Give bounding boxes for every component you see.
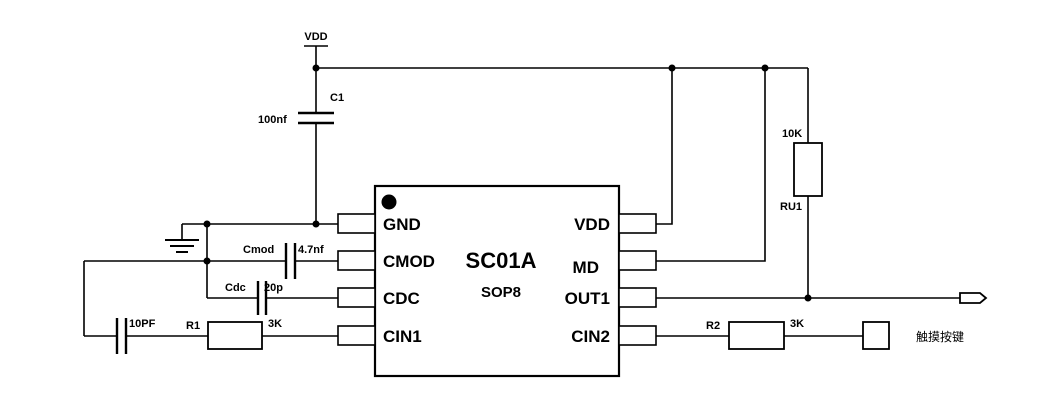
cdc-ref: Cdc	[225, 282, 246, 294]
r1-ref: R1	[186, 320, 200, 332]
pin-md	[618, 250, 657, 271]
junction-dot	[312, 64, 320, 72]
ic-sc01a: SC01A SOP8 GND CMOD CDC CIN1 VDD MD OUT1…	[337, 184, 657, 378]
ground-symbol	[165, 220, 338, 298]
junction-dot	[804, 294, 812, 302]
touch-key-label: 触摸按键	[916, 330, 964, 344]
cin2-input-network: R2 3K 触摸按键	[656, 318, 964, 350]
resistor-r2	[728, 321, 785, 350]
pin-cmod	[337, 250, 376, 271]
output-arrow-icon	[959, 292, 988, 304]
pin-label-cin1: CIN1	[383, 327, 422, 346]
pin-gnd	[337, 213, 376, 234]
c1-value: 100nf	[258, 114, 287, 126]
pin-out1	[618, 287, 657, 308]
c-in-value: 10PF	[129, 318, 156, 330]
ru1-ref: RU1	[780, 201, 802, 213]
vdd-supply: VDD	[304, 31, 328, 68]
cmod-ref: Cmod	[243, 244, 274, 256]
pin-label-out1: OUT1	[565, 289, 610, 308]
pin-label-md: MD	[573, 258, 599, 277]
cdc-value: 20p	[264, 282, 283, 294]
pin-label-cdc: CDC	[383, 289, 420, 308]
pin-cin2	[618, 325, 657, 346]
vdd-rail	[312, 64, 808, 224]
pin-label-vdd: VDD	[574, 215, 610, 234]
resistor-ru1	[793, 142, 823, 197]
pin-label-gnd: GND	[383, 215, 421, 234]
capacitor-c1: C1 100nf	[258, 92, 344, 126]
r2-value: 3K	[790, 318, 804, 330]
r1-value: 3K	[268, 318, 282, 330]
ic-body	[373, 184, 621, 378]
pin-cin1	[337, 325, 376, 346]
chip-package: SOP8	[481, 284, 521, 301]
capacitor-cdc: Cdc 20p	[207, 281, 338, 315]
right-side-wiring: 10K RU1	[656, 68, 988, 304]
r2-ref: R2	[706, 320, 720, 332]
resistor-r1	[207, 321, 263, 350]
cmod-value: 4.7nf	[298, 244, 324, 256]
capacitor-cmod: Cmod 4.7nf	[84, 243, 338, 279]
touch-pad-icon	[862, 321, 890, 350]
pin-cdc	[337, 287, 376, 308]
pin-vdd	[618, 213, 657, 234]
cin1-input-network: 10PF R1 3K	[83, 261, 338, 354]
ru1-value: 10K	[782, 128, 802, 140]
pin-label-cmod: CMOD	[383, 252, 435, 271]
pin1-marker	[381, 194, 397, 210]
vdd-supply-label: VDD	[304, 31, 327, 43]
c1-ref: C1	[330, 92, 344, 104]
pin-label-cin2: CIN2	[571, 327, 610, 346]
junction-dot	[312, 220, 320, 228]
chip-name: SC01A	[466, 248, 537, 273]
